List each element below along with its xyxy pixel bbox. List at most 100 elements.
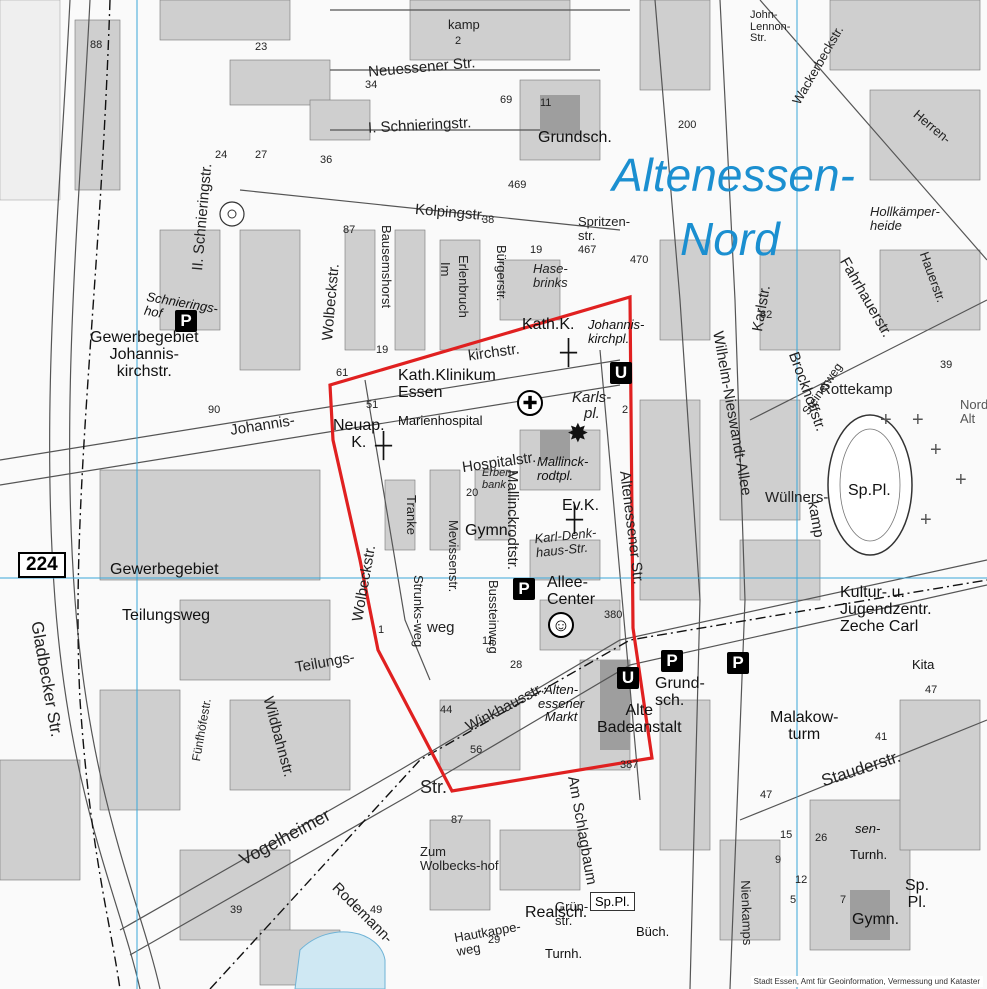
street-karlsplatz: Karls- <box>572 389 612 406</box>
house-number: 88 <box>90 39 103 51</box>
house-number: 39 <box>230 904 243 916</box>
ubahn-icon[interactable]: U <box>610 362 632 384</box>
street-teilungsweg: weg <box>427 619 455 636</box>
house-number: 36 <box>320 154 333 166</box>
place-neuap: Neuap. K. <box>333 417 385 451</box>
house-number: 11 <box>540 97 552 109</box>
house-number: 7 <box>840 894 847 906</box>
place-realsch: Realsch. <box>525 904 588 921</box>
place-gymn-bottom: Gymn. <box>852 911 900 928</box>
planning-boundary <box>328 294 654 793</box>
route-number: 224 <box>18 552 66 578</box>
ubahn-icon[interactable]: U <box>617 667 639 689</box>
place-turnh-bottom: Turnh. <box>545 946 583 961</box>
place-kultur: Kultur- u. Jugendzentr. Zeche Carl <box>840 584 932 635</box>
house-number: 20 <box>466 487 479 499</box>
house-number: 11 <box>482 635 494 647</box>
street-wuellners: Wüllners- <box>765 489 829 506</box>
place-malakow: Malakow- turm <box>770 709 839 743</box>
cemetery-cross-icon: + <box>955 469 967 491</box>
star-icon: ✸ <box>567 418 589 448</box>
place-kathk: Kath.K. <box>522 316 575 333</box>
sports-field-track <box>827 414 913 556</box>
cemetery-cross-icon: + <box>912 409 924 431</box>
shopping-center-icon[interactable]: ☺ <box>548 612 574 638</box>
house-number: 469 <box>508 179 527 191</box>
place-mallinckpl: Mallinck- rodtpl. <box>537 454 589 483</box>
street-mevissen: Mevissenstr. <box>446 520 461 593</box>
pond <box>294 931 386 989</box>
house-number: 27 <box>255 149 268 161</box>
place-nord-alt: Nord Alt <box>960 397 987 426</box>
house-number: 467 <box>578 244 597 256</box>
street-spritzen: Spritzen-str. <box>578 214 631 243</box>
house-number: 44 <box>440 704 453 716</box>
house-number: 28 <box>510 659 523 671</box>
church-cross-icon: ┼ <box>560 339 578 366</box>
place-grundsch-mid: Grund- sch. <box>655 675 705 709</box>
place-gewerbe-johannis: Gewerbegebiet Johannis- kirchstr. <box>90 329 199 380</box>
district-name-line2: Nord <box>680 213 780 265</box>
place-kita: Kita <box>912 657 935 672</box>
parking-icon[interactable]: P <box>513 578 535 600</box>
house-number: 29 <box>488 934 501 946</box>
place-marien: Marienhospital <box>398 413 483 428</box>
street-erlenbruch: Erlenbruch <box>456 255 471 318</box>
house-number: 61 <box>336 367 349 379</box>
place-johanniskirchpl: Johannis- kirchpl. <box>588 317 645 346</box>
house-number: 34 <box>365 79 378 91</box>
house-number: 1 <box>378 624 385 636</box>
house-number: 24 <box>215 149 228 161</box>
house-number: 49 <box>370 904 383 916</box>
street-tranke: Tranke <box>404 495 419 535</box>
place-sppl-box: Sp.Pl. <box>590 892 635 911</box>
church-cross-icon: ┼ <box>375 432 393 459</box>
house-number: 380 <box>604 609 623 621</box>
house-number: 470 <box>630 254 649 266</box>
house-number: 23 <box>255 41 268 53</box>
street-str: Str. <box>420 777 448 797</box>
place-turnh-right: Turnh. <box>850 847 888 862</box>
house-number: 41 <box>875 731 888 743</box>
house-number: 62 <box>760 309 773 321</box>
place-gymn: Gymn. <box>465 522 513 539</box>
place-altenessener-markt: Alten- essener Markt <box>538 682 585 725</box>
street-rottekamp: Rottekamp <box>820 381 893 398</box>
street-kamp-top: kamp <box>448 17 480 32</box>
place-alte-badeanstalt: Alte Badeanstalt <box>597 702 682 736</box>
street-strunks: Strunks-weg <box>411 575 426 648</box>
church-cross-icon: ┼ <box>566 506 584 533</box>
street-erbenbank: Erben-bank <box>482 467 516 491</box>
street-hollkamp: Hollkämper-heide <box>870 204 940 233</box>
house-number: 5 <box>790 894 797 906</box>
cemetery-cross-icon: + <box>920 509 932 531</box>
house-number: 38 <box>482 214 495 226</box>
street-bausems: Bausemshorst <box>379 225 394 309</box>
place-klinikum: Kath.Klinikum Essen <box>398 367 496 401</box>
house-number: 56 <box>470 744 483 756</box>
house-number: 387 <box>620 759 639 771</box>
parking-icon[interactable]: P <box>661 650 683 672</box>
place-evk: Ev.K. <box>562 497 600 514</box>
place-sen: sen- <box>855 821 881 836</box>
house-number: 26 <box>815 832 828 844</box>
cemetery-cross-icon: + <box>930 439 942 461</box>
place-allee: Allee- Center <box>547 574 596 608</box>
street-im: Im <box>438 262 453 277</box>
parking-icon[interactable]: P <box>727 652 749 674</box>
place-gewerbe-teilung-2: Teilungsweg <box>122 607 211 624</box>
house-number: 69 <box>500 94 513 106</box>
street-john: John-Lennon-Str. <box>750 9 791 45</box>
hospital-icon[interactable]: ✚ <box>517 390 543 416</box>
street-nienkamp: Nienkamps <box>738 879 756 946</box>
house-number: 90 <box>208 404 221 416</box>
house-number: 47 <box>760 789 773 801</box>
place-buech: Büch. <box>636 924 670 939</box>
map-credit: Stadt Essen, Amt für Geoinformation, Ver… <box>750 976 983 987</box>
place-sppl-right: Sp.Pl. <box>848 482 891 499</box>
house-number: 19 <box>530 244 543 256</box>
parking-icon[interactable]: P <box>175 310 197 332</box>
house-number: 2 <box>455 35 462 47</box>
